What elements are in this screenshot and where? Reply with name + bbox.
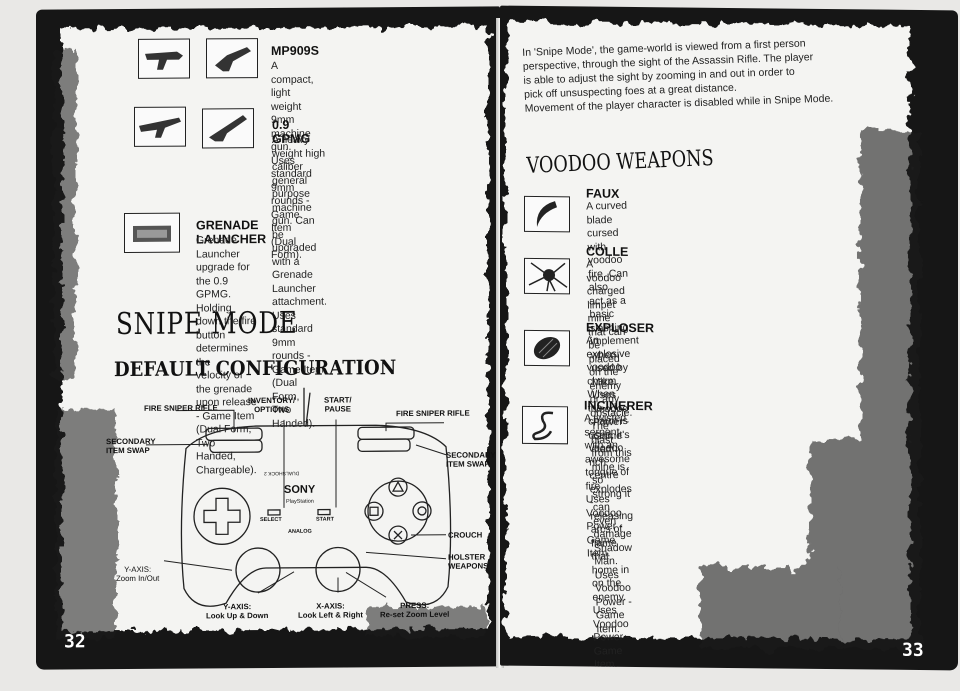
label-y-axis-look: Y-AXIS: Look Up & Down — [206, 602, 269, 621]
spider-mine-icon — [528, 262, 568, 292]
controller-select-text: SELECT — [260, 516, 282, 524]
controller-analog-text: ANALOG — [288, 528, 312, 535]
exploser-image — [524, 329, 570, 367]
label-holster-weapons: HOLSTER WEAPONS — [448, 552, 489, 571]
grenade-launcher-image — [124, 212, 180, 254]
controller-diagram: FIRE SNIPER RIFLE INVENTORY/ OPTIONS STA… — [36, 6, 500, 669]
incinerer-image — [522, 405, 568, 445]
mp909s-image — [138, 38, 190, 79]
snipe-mode-intro: In 'Snipe Mode', the game-world is viewe… — [522, 37, 834, 115]
label-crouch: CROUCH — [448, 530, 483, 540]
label-y-axis-zoom: Y-AXIS: Zoom In/Out — [116, 564, 160, 584]
controller-dualshock-text: DUALSHOCK 2 — [264, 469, 300, 477]
section-title: VOODOO WEAPONS — [526, 146, 715, 179]
label-fire-sniper-left: FIRE SNIPER RIFLE — [144, 403, 218, 413]
label-fire-sniper-right: FIRE SNIPER RIFLE — [396, 408, 470, 419]
curved-blade-icon — [536, 201, 557, 227]
gamepad-icon — [146, 387, 452, 607]
gpmg-image — [134, 106, 186, 147]
page-number-left: 32 — [64, 631, 86, 653]
grenade-launcher-icon — [133, 225, 171, 242]
controller-brand: SONY — [284, 483, 316, 496]
page-number-right: 33 — [902, 639, 924, 662]
label-secondary-left: SECONDARY ITEM SWAP — [106, 436, 156, 456]
machine-gun-icon — [139, 117, 181, 138]
label-press-reset: PRESS: Re-set Zoom Level — [380, 600, 450, 620]
faux-image — [524, 195, 570, 233]
controller-start-text: START — [316, 516, 334, 523]
label-x-axis-look: X-AXIS: Look Left & Right — [298, 601, 363, 620]
open-manual: MP909S A compact, light weight 9mm machi… — [22, 5, 958, 680]
left-page: MP909S A compact, light weight 9mm machi… — [36, 6, 500, 670]
weapon-title: EXPLOSER — [586, 320, 655, 336]
mp909s-alt-image — [206, 38, 258, 79]
weapon-title: COLLE — [586, 244, 629, 259]
gpmg-alt-image — [202, 108, 254, 149]
weapon-title: FAUX — [586, 186, 620, 201]
colle-image — [524, 257, 570, 295]
right-page: In 'Snipe Mode', the game-world is viewe… — [500, 5, 958, 671]
label-inventory-options: INVENTORY/ OPTIONS — [248, 395, 296, 415]
machine-gun-alt-icon — [209, 115, 247, 142]
label-secondary-right: SECONDARY ITEM SWAP — [446, 450, 496, 469]
weapon-title: INCINERER — [584, 398, 653, 414]
label-start-pause: START/ PAUSE — [324, 395, 352, 414]
serpent-icon — [532, 411, 554, 441]
controller-playstation-text: PlayStation — [286, 498, 314, 505]
submachine-gun-icon — [145, 51, 183, 70]
explosive-charm-icon — [533, 336, 561, 360]
submachine-gun-alt-icon — [215, 47, 251, 72]
weapon-desc: A twisted serpent with an awesome tongue… — [584, 412, 631, 560]
